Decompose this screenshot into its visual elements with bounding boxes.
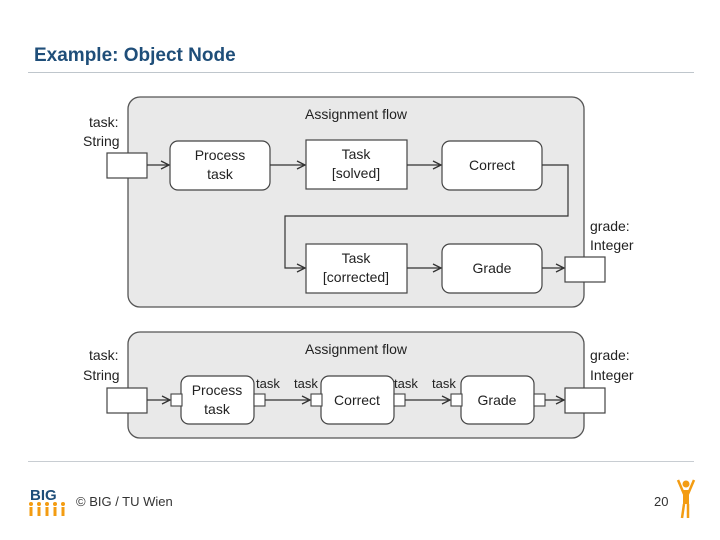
people-figures-icon <box>29 502 65 516</box>
input-param-label-bottom-2: String <box>83 367 120 383</box>
object-node-task-solved-line2: [solved] <box>332 165 380 181</box>
big-logo: BIG <box>29 487 65 516</box>
output-param-label-top-2: Integer <box>590 237 634 253</box>
output-param-label-bottom-1: grade: <box>590 347 630 363</box>
input-pin-correct <box>310 393 323 407</box>
action-process-task-top-line2: task <box>207 166 234 182</box>
input-pin-process <box>170 393 183 407</box>
slide-title: Example: Object Node <box>34 45 236 66</box>
footer-divider <box>28 461 694 462</box>
object-node-task-corrected-line2: [corrected] <box>323 269 389 285</box>
action-correct-bottom-label: Correct <box>334 392 380 408</box>
input-parameter-node-top <box>106 152 148 179</box>
output-param-label-top-1: grade: <box>590 218 630 234</box>
pin-label: task <box>294 376 318 391</box>
output-pin-correct <box>393 393 406 407</box>
activity-name-bottom: Assignment flow <box>305 341 408 357</box>
input-parameter-node-bottom <box>106 387 148 414</box>
edge-correct-to-task-corrected <box>284 164 569 268</box>
output-parameter-node-top <box>564 256 606 283</box>
title-divider <box>28 72 694 73</box>
input-param-label-bottom-1: task: <box>89 347 119 363</box>
output-parameter-node-bottom <box>564 387 606 414</box>
jumping-person-logo-icon <box>676 479 696 519</box>
action-process-task-bottom-line2: task <box>204 401 231 417</box>
object-node-task-solved <box>305 139 408 190</box>
pin-label: task <box>256 376 280 391</box>
action-process-task-top-line1: Process <box>195 147 246 163</box>
output-pin-process <box>253 393 266 407</box>
page-number: 20 <box>654 494 669 509</box>
object-node-task-corrected-line1: Task <box>342 250 372 266</box>
input-param-label-top-2: String <box>83 133 120 149</box>
pin-label: task <box>394 376 418 391</box>
object-node-task-solved-line1: Task <box>342 146 372 162</box>
big-logo-text: BIG <box>30 487 57 504</box>
action-process-task-bottom-line1: Process <box>192 382 243 398</box>
output-param-label-bottom-2: Integer <box>590 367 634 383</box>
input-pin-grade <box>450 393 463 407</box>
pin-label: task <box>432 376 456 391</box>
activity-name-top: Assignment flow <box>305 106 408 122</box>
action-grade-top-label: Grade <box>473 260 512 276</box>
footer-copyright: © BIG / TU Wien <box>76 494 173 509</box>
output-pin-grade <box>533 393 546 407</box>
input-param-label-top-1: task: <box>89 114 119 130</box>
action-grade-bottom-label: Grade <box>478 392 517 408</box>
object-node-task-corrected <box>305 243 408 294</box>
action-correct-top-label: Correct <box>469 157 515 173</box>
